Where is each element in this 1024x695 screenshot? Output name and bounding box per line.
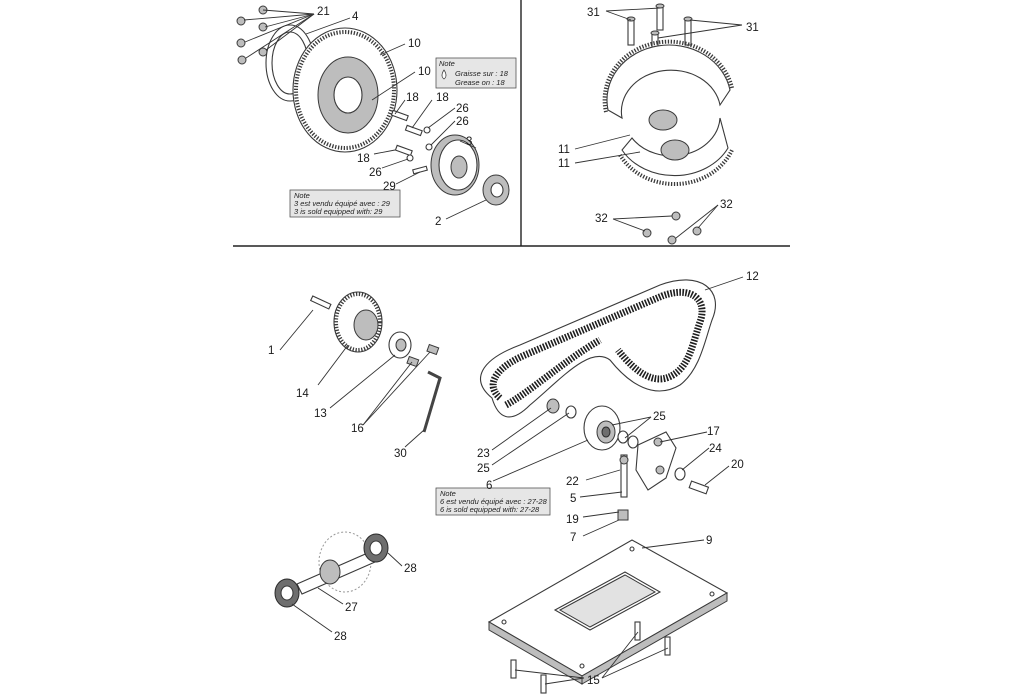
callout-11b: 11 <box>558 158 570 170</box>
callout-11a: 11 <box>558 144 570 156</box>
callout-4: 4 <box>352 11 359 23</box>
callout-26c: 26 <box>369 167 382 179</box>
note-part3: Note 3 est vendu équipé avec : 29 3 is s… <box>289 189 401 218</box>
callout-10a: 10 <box>408 38 421 50</box>
callouts-base: 9 15 <box>587 535 712 687</box>
callout-27: 27 <box>345 602 358 614</box>
timing-belt-12 <box>480 279 717 418</box>
spacers-23-25 <box>546 398 639 449</box>
callout-14: 14 <box>296 388 309 400</box>
callout-22: 22 <box>566 476 579 488</box>
pulley-wheel-10 <box>292 27 398 153</box>
leaders-top-left <box>243 9 487 220</box>
bolt-20 <box>688 480 710 495</box>
split-pulley-11 <box>602 39 734 186</box>
taper-bushing-2 <box>482 174 510 206</box>
leaders-base <box>514 539 705 685</box>
callout-30: 30 <box>394 448 407 460</box>
callout-2: 2 <box>435 216 441 228</box>
callout-26b: 26 <box>456 116 469 128</box>
callout-18b: 18 <box>436 92 449 104</box>
grease-drop-icon <box>441 69 447 80</box>
base-plate-9 <box>487 539 729 685</box>
callout-10b: 10 <box>418 66 431 78</box>
bearings-28 <box>274 533 389 608</box>
note-part6-line1: 6 est vendu équipé avec : 27-28 <box>440 497 548 506</box>
callout-31a: 31 <box>587 7 600 19</box>
leaders-small-pulley <box>279 309 431 448</box>
tensioner-bracket-17 <box>635 431 677 491</box>
callouts-top-right: 31 31 11 11 32 32 <box>558 7 759 225</box>
callout-6: 6 <box>486 480 492 492</box>
callout-32a: 32 <box>595 213 608 225</box>
callout-7: 7 <box>570 532 576 544</box>
note-grease-line2: Grease on : 18 <box>455 78 505 87</box>
washer-24 <box>674 467 686 481</box>
callout-19: 19 <box>566 514 579 526</box>
small-pulley-14 <box>333 291 383 353</box>
callout-9: 9 <box>706 535 712 547</box>
callout-20: 20 <box>731 459 744 471</box>
callout-1: 1 <box>268 345 274 357</box>
note-grease-line1: Graisse sur : 18 <box>455 69 509 78</box>
callout-21: 21 <box>317 6 330 18</box>
callout-12: 12 <box>746 271 759 283</box>
callout-25a: 25 <box>653 411 666 423</box>
callout-18c: 18 <box>357 153 370 165</box>
callouts-small-pulley: 1 14 13 16 30 <box>268 345 407 460</box>
note-part3-line2: 3 is sold equipped with: 29 <box>294 207 383 216</box>
note-part6-line2: 6 is sold equipped with: 27-28 <box>440 505 540 514</box>
callouts-tensioner: 25 17 24 20 23 25 6 22 5 19 7 <box>477 411 744 544</box>
note-part3-line1: 3 est vendu équipé avec : 29 <box>294 199 391 208</box>
leaders-tensioner <box>491 407 730 537</box>
shaft-27 <box>296 531 376 595</box>
callout-29: 29 <box>383 181 396 193</box>
note-part6-title: Note <box>440 489 456 498</box>
shaft-22-5 <box>619 454 629 498</box>
note-part3-title: Note <box>294 191 310 200</box>
callout-13: 13 <box>314 408 327 420</box>
callout-5: 5 <box>570 493 576 505</box>
callouts-top-left: 21 4 10 10 18 18 26 26 3 18 26 29 2 <box>317 6 472 228</box>
key-1 <box>309 295 332 310</box>
note-grease: Note Graisse sur : 18 Grease on : 18 <box>435 57 517 89</box>
leaders-top-right <box>574 7 743 239</box>
bushing-13 <box>388 331 412 359</box>
callout-31b: 31 <box>746 22 759 34</box>
callout-25b: 25 <box>477 463 490 475</box>
callout-16: 16 <box>351 423 364 435</box>
bolts-18-washers-26 <box>390 109 433 162</box>
set-screws-16 <box>406 343 440 368</box>
callout-23: 23 <box>477 448 490 460</box>
idler-6 <box>583 405 621 451</box>
hex-key-30 <box>422 370 442 433</box>
note-grease-title: Note <box>439 59 455 68</box>
callouts-shaft: 28 27 28 <box>334 563 417 643</box>
callout-28a: 28 <box>404 563 417 575</box>
callout-15: 15 <box>587 675 600 687</box>
callout-3: 3 <box>466 136 472 148</box>
callout-26a: 26 <box>456 103 469 115</box>
nut-19-7 <box>617 509 629 521</box>
leader-12 <box>704 276 744 291</box>
callout-18a: 18 <box>406 92 419 104</box>
callout-24: 24 <box>709 443 722 455</box>
callout-28b: 28 <box>334 631 347 643</box>
callout-32b: 32 <box>720 199 733 211</box>
leaders-shaft <box>291 552 403 633</box>
callout-17: 17 <box>707 426 720 438</box>
hub-3 <box>412 134 480 196</box>
note-part6: Note 6 est vendu équipé avec : 27-28 6 i… <box>435 487 551 516</box>
